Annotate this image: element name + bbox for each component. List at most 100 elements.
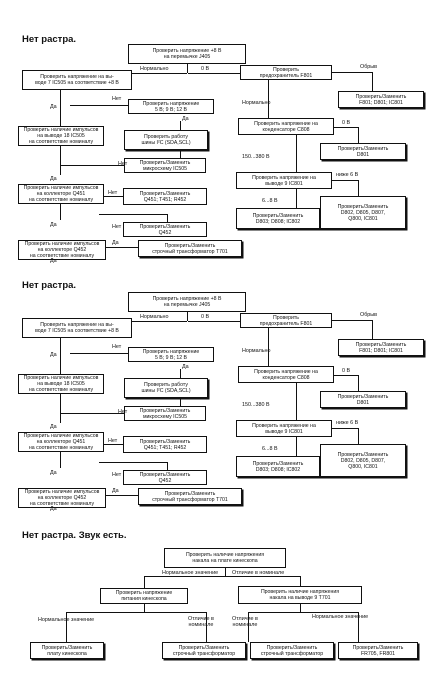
connector bbox=[372, 320, 373, 339]
check-filament-voltage-box: Проверить наличие напряжения накала на п… bbox=[164, 548, 286, 568]
connector bbox=[60, 390, 61, 423]
branch-label: Отличие в номинале bbox=[232, 570, 285, 576]
connector bbox=[248, 612, 249, 642]
connector bbox=[180, 398, 181, 413]
branch-label: Отличие в номинале bbox=[188, 616, 214, 628]
branch-label: 6...8 В bbox=[262, 198, 278, 204]
check-fuse-f801-box: Проверить предохранитель F801 bbox=[240, 65, 332, 80]
branch-label: Отличие в номинале bbox=[232, 616, 258, 628]
connector bbox=[296, 180, 297, 210]
connector bbox=[300, 604, 301, 612]
connector bbox=[268, 328, 269, 366]
check-c808-voltage-box: Проверить напряжение на конденсаторе C80… bbox=[238, 118, 334, 135]
branch-label: Да bbox=[112, 240, 119, 246]
connector bbox=[105, 495, 138, 496]
branch-label: Да bbox=[50, 424, 57, 430]
connector bbox=[188, 73, 268, 74]
connector bbox=[70, 353, 180, 354]
connector bbox=[99, 196, 123, 197]
connector bbox=[188, 321, 268, 322]
branch-label: Обрыв bbox=[360, 312, 378, 318]
branch-label: 0 В bbox=[342, 120, 351, 126]
connector bbox=[358, 127, 359, 143]
connector bbox=[248, 612, 358, 613]
connector bbox=[318, 127, 358, 128]
branch-label: Нормальное значение bbox=[162, 570, 219, 576]
replace-q451-t451-r452-box: Проверить/Заменить Q451; T451; R452 bbox=[123, 436, 207, 453]
branch-label: Да bbox=[50, 506, 57, 512]
flowchart-1-title: Нет растра. bbox=[22, 34, 77, 45]
branch-label: Нет bbox=[112, 224, 122, 230]
replace-fr705-fr801-box: Проверить/Заменить FR705, FR801 bbox=[338, 642, 418, 659]
branch-label: 0 В bbox=[201, 314, 210, 320]
replace-crt-board-box: Проверить/Заменить плату кинескопа bbox=[30, 642, 104, 659]
replace-q452-box: Проверить/Заменить Q452 bbox=[123, 470, 207, 485]
connector bbox=[330, 72, 372, 73]
replace-flyback-box-2: Проверить/Заменить строчный трансформато… bbox=[250, 642, 334, 659]
connector bbox=[180, 121, 181, 130]
replace-t701-box: Проверить/Заменить строчный трансформато… bbox=[138, 240, 242, 257]
connector bbox=[60, 413, 180, 414]
check-q452-pulses-box: Проверить наличие импульсов на коллектор… bbox=[18, 488, 106, 508]
branch-label: ниже 6 В bbox=[336, 172, 359, 178]
connector bbox=[144, 604, 145, 612]
replace-q452-box: Проверить/Заменить Q452 bbox=[123, 222, 207, 237]
connector bbox=[60, 452, 61, 468]
check-5-9-12v-box: Проверить напряжение 5 В; 9 В; 12 В bbox=[128, 99, 214, 114]
check-q452-pulses-box: Проверить наличие импульсов на коллектор… bbox=[18, 240, 106, 260]
connector bbox=[99, 462, 167, 463]
connector bbox=[144, 576, 145, 588]
branch-label: Да bbox=[50, 222, 57, 228]
check-fuse-f801-box: Проверить предохранитель F801 bbox=[240, 313, 332, 328]
replace-d803-d808-ic802-box: Проверить/Заменить D803; D808; IC802 bbox=[236, 456, 320, 477]
branch-label: ниже 6 В bbox=[336, 420, 359, 426]
check-q451-pulses-box: Проверить наличие импульсов на коллектор… bbox=[18, 432, 104, 452]
branch-label: Обрыв bbox=[360, 64, 378, 70]
branch-label: Да bbox=[50, 176, 57, 182]
connector bbox=[372, 72, 373, 91]
branch-label: Нормально bbox=[140, 314, 169, 320]
check-t701-pin9-box: Проверить наличие напряжения накала на в… bbox=[238, 586, 362, 604]
branch-label: Да bbox=[182, 116, 189, 122]
branch-label: Нет bbox=[108, 438, 118, 444]
replace-d802-d805-d807-box: Проверить/Заменить D802, D805, D807, Q80… bbox=[320, 444, 406, 477]
replace-f801-d801-ic801-box: Проверить/Заменить F801; D801; IC801 bbox=[338, 339, 424, 356]
connector bbox=[318, 180, 358, 181]
check-ic505-pin18-pulses-box: Проверить наличие импульсов на выводе 18… bbox=[18, 374, 104, 394]
connector bbox=[268, 80, 269, 118]
connector bbox=[180, 150, 181, 165]
branch-label: Нормально bbox=[242, 348, 271, 354]
connector bbox=[296, 428, 297, 458]
connector bbox=[60, 204, 61, 220]
branch-label: Нормально bbox=[140, 66, 169, 72]
branch-label: 0 В bbox=[342, 368, 351, 374]
branch-label: Нет bbox=[112, 472, 122, 478]
branch-label: 150...380 В bbox=[242, 402, 270, 408]
connector bbox=[180, 369, 181, 378]
connector bbox=[358, 612, 359, 642]
connector bbox=[99, 214, 167, 215]
check-ic505-pin18-pulses-box: Проверить наличие импульсов на выводе 18… bbox=[18, 126, 104, 146]
check-ic801-pin9-box: Проверить напряжение на выводе 9 IC801 bbox=[236, 172, 332, 189]
flowchart-3-title: Нет растра. Звук есть. bbox=[22, 530, 127, 541]
connector bbox=[318, 428, 358, 429]
flowchart-1: Нет растра. Проверить напряжение +8 В на… bbox=[0, 0, 431, 280]
replace-d801-box: Проверить/Заменить D801 bbox=[320, 143, 406, 160]
replace-d801-box: Проверить/Заменить D801 bbox=[320, 391, 406, 408]
connector bbox=[144, 576, 300, 577]
connector bbox=[296, 127, 297, 172]
branch-label: 150...380 В bbox=[242, 154, 270, 160]
branch-label: Нет bbox=[118, 161, 128, 167]
connector bbox=[330, 320, 372, 321]
check-ic801-pin9-box: Проверить напряжение на выводе 9 IC801 bbox=[236, 420, 332, 437]
connector bbox=[66, 612, 206, 613]
replace-d803-d808-ic802-box: Проверить/Заменить D803; D808; IC802 bbox=[236, 208, 320, 229]
branch-label: Нет bbox=[108, 190, 118, 196]
check-ic505-pin7-box: Проверить напряжение на вы- воде 7 IC505… bbox=[22, 318, 132, 338]
connector bbox=[60, 165, 180, 166]
flowchart-3: Нет растра. Звук есть. Проверить наличие… bbox=[0, 520, 431, 690]
replace-q451-t451-r452-box: Проверить/Заменить Q451; T451; R452 bbox=[123, 188, 207, 205]
connector bbox=[187, 64, 188, 73]
replace-ic505-box: Проверить/Заменить микросхему IC505 bbox=[124, 158, 206, 173]
check-ic505-pin7-box: Проверить напряжение на вы- воде 7 IC505… bbox=[22, 70, 132, 90]
